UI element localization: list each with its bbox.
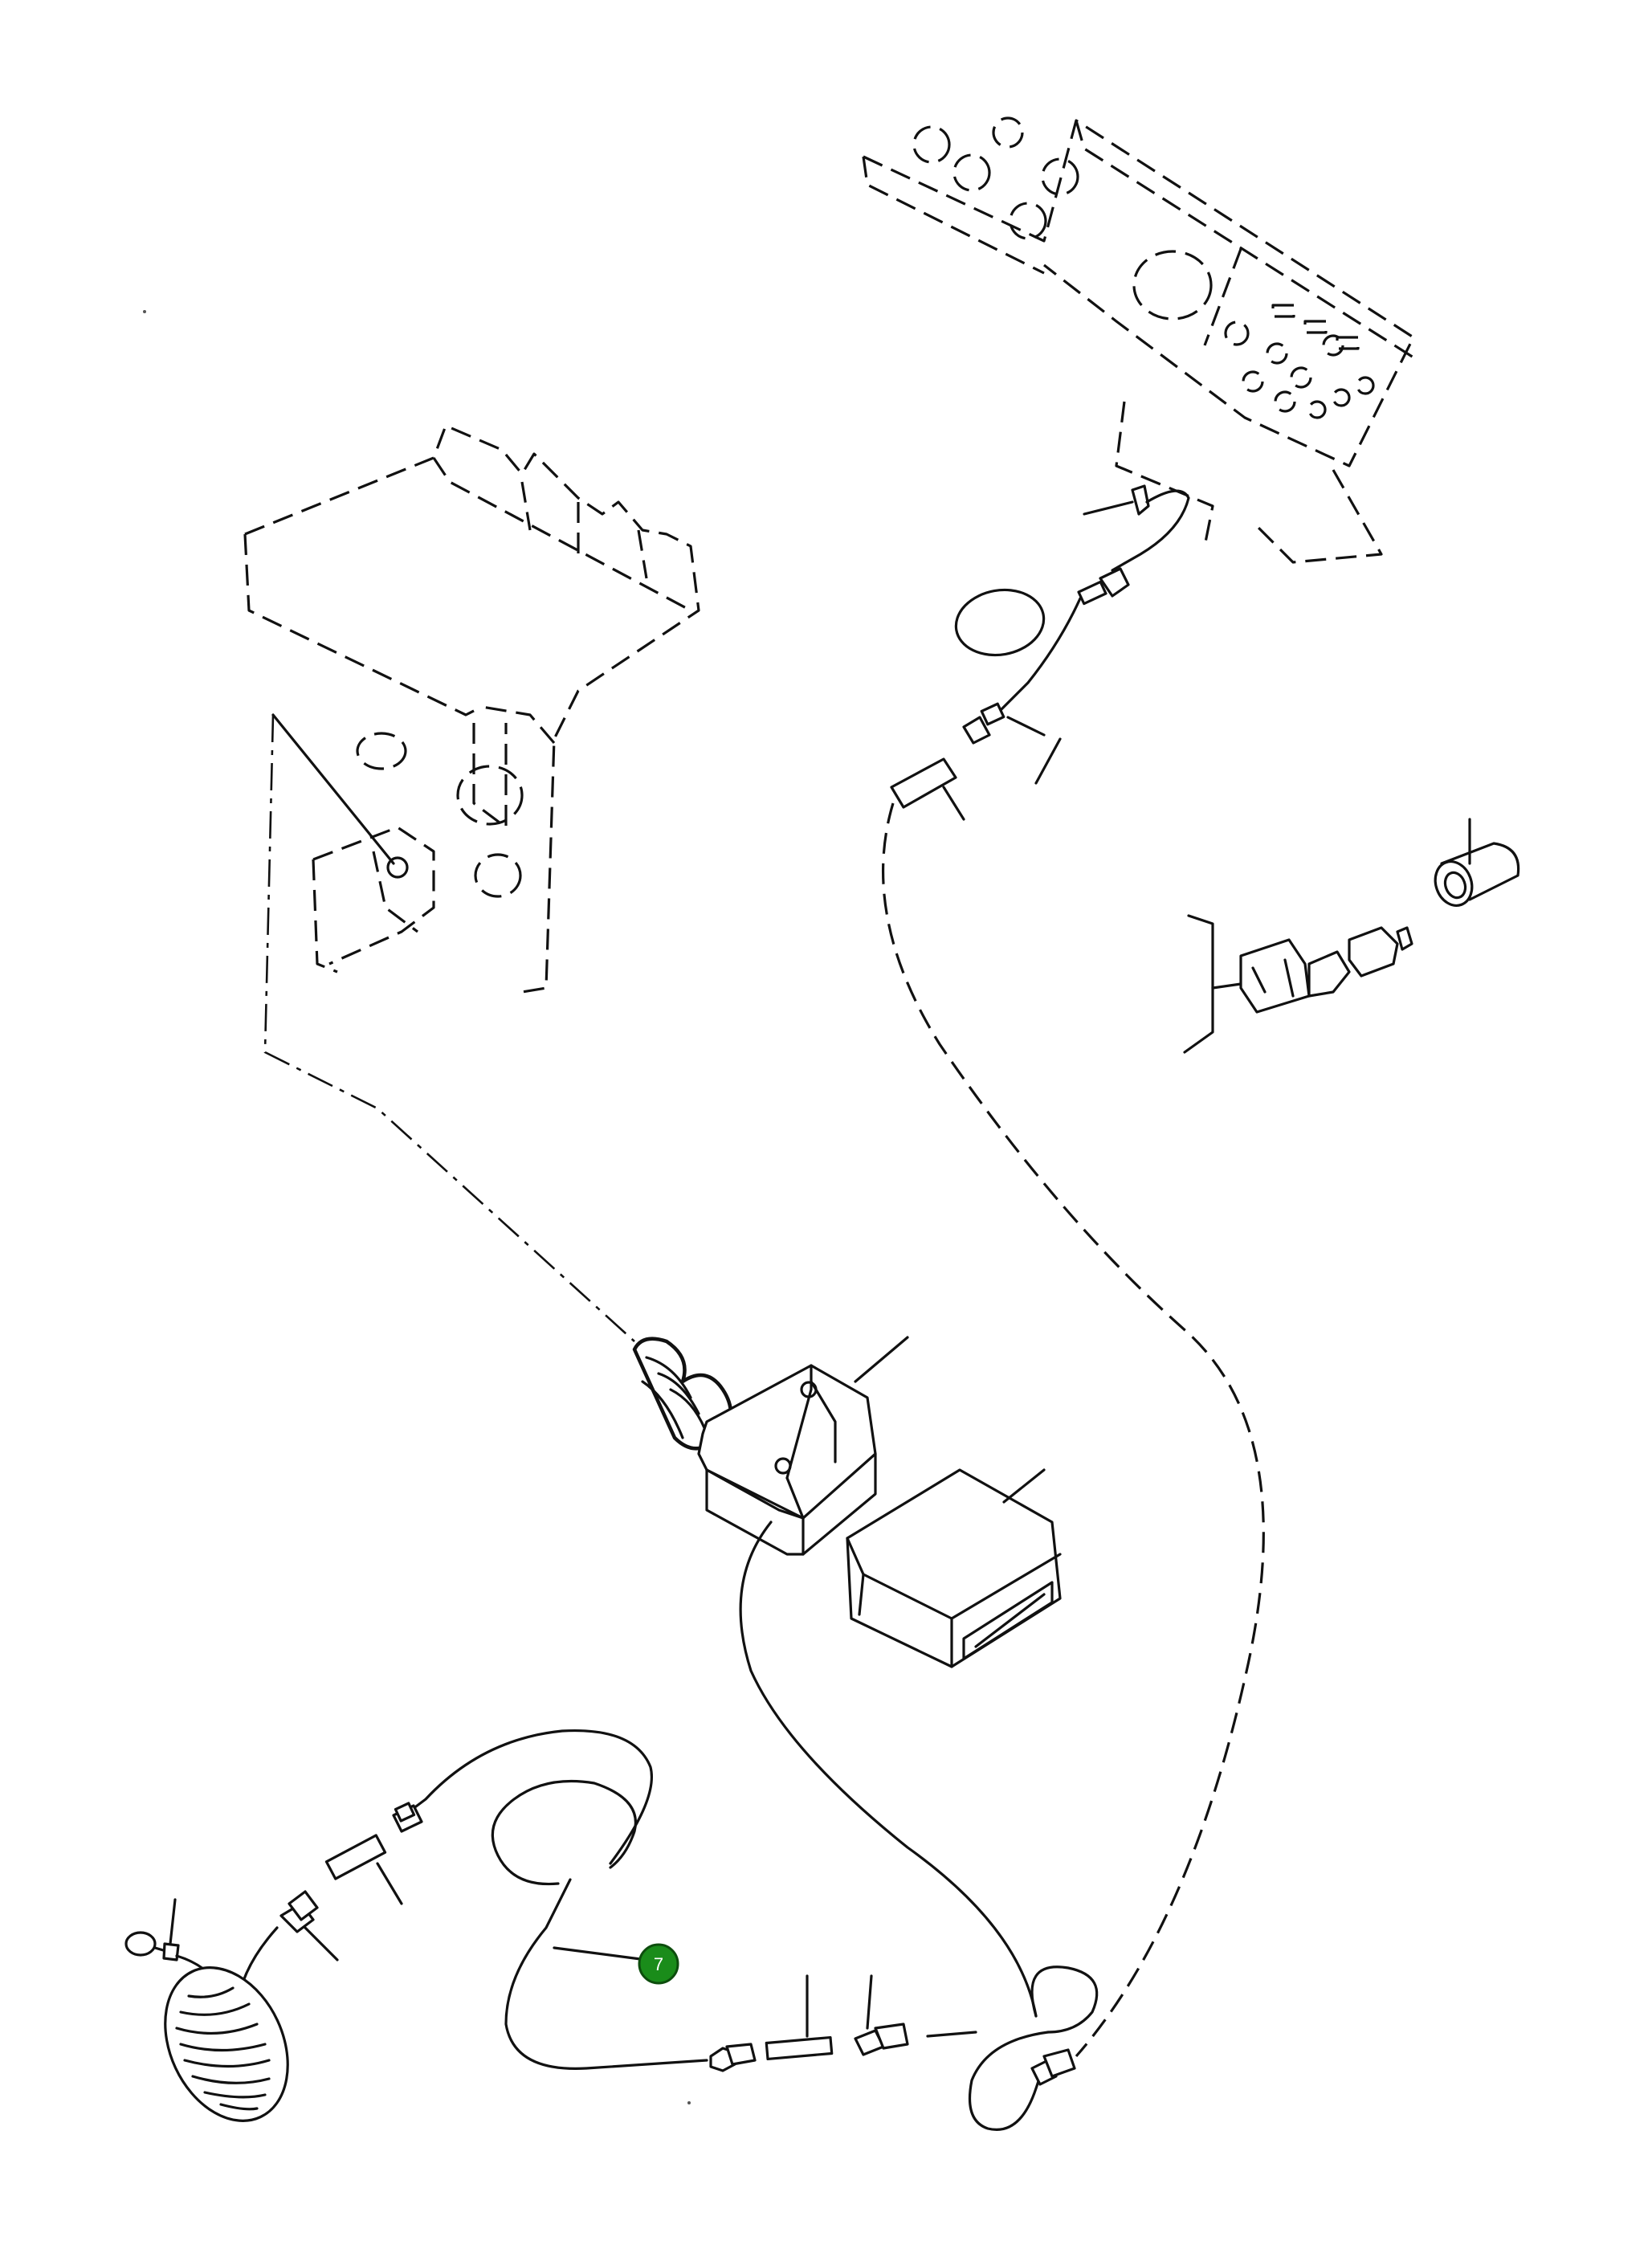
callout-badge-7[interactable] (638, 1943, 679, 1985)
callout-label-7: 7 (654, 1954, 663, 1974)
upper-harness (882, 484, 1265, 2058)
lower-harness (504, 1521, 1099, 2131)
scan-dot (687, 2101, 691, 2104)
switch-assembly (632, 1336, 909, 1556)
leader-bracket (271, 713, 395, 865)
switch-mounting-phantom-line (263, 714, 635, 1342)
terminal-detail (1183, 818, 1520, 1054)
callout-group: 7 (553, 1943, 679, 1985)
mounting-bracket-phantom (243, 424, 700, 994)
instrument-panel-phantom (862, 116, 1415, 564)
scan-dot (143, 310, 146, 313)
lower-left-harness (124, 1729, 653, 2122)
callout-leader-7 (553, 1946, 648, 1961)
switch-cover (846, 1468, 1062, 1668)
